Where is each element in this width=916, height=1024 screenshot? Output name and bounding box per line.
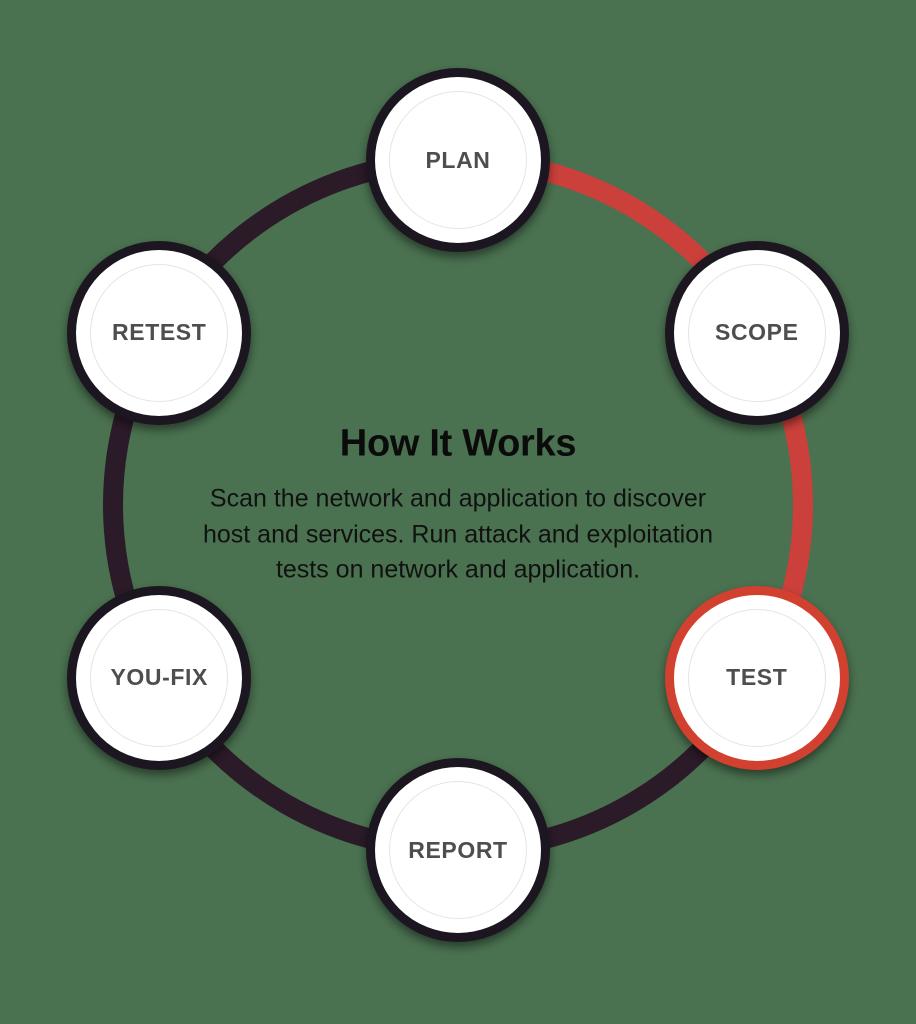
cycle-node-scope[interactable]: SCOPE: [664, 240, 849, 425]
cycle-node-label-report: REPORT: [408, 836, 508, 863]
cycle-arc-scope-to-test: [780, 408, 813, 602]
cycle-node-label-test: TEST: [726, 664, 788, 690]
cycle-node-label-youfix: YOU-FIX: [110, 664, 208, 690]
cycle-arc-test-to-report: [540, 738, 713, 850]
cycle-node-label-retest: RETEST: [112, 319, 207, 345]
cycle-arc-report-to-youfix: [203, 738, 376, 850]
cycle-node-retest[interactable]: RETEST: [67, 240, 252, 425]
cycle-arc-retest-to-plan: [203, 160, 376, 272]
cycle-node-label-plan: PLAN: [425, 146, 491, 173]
cycle-node-plan[interactable]: PLAN: [366, 68, 550, 252]
cycle-arc-youfix-to-retest: [103, 408, 136, 602]
cycle-node-report[interactable]: REPORT: [366, 758, 550, 942]
cycle-node-youfix[interactable]: YOU-FIX: [67, 585, 252, 770]
cycle-node-label-scope: SCOPE: [715, 319, 799, 345]
cycle-arc-plan-to-scope: [540, 160, 713, 272]
cycle-node-test[interactable]: TEST: [664, 585, 849, 770]
